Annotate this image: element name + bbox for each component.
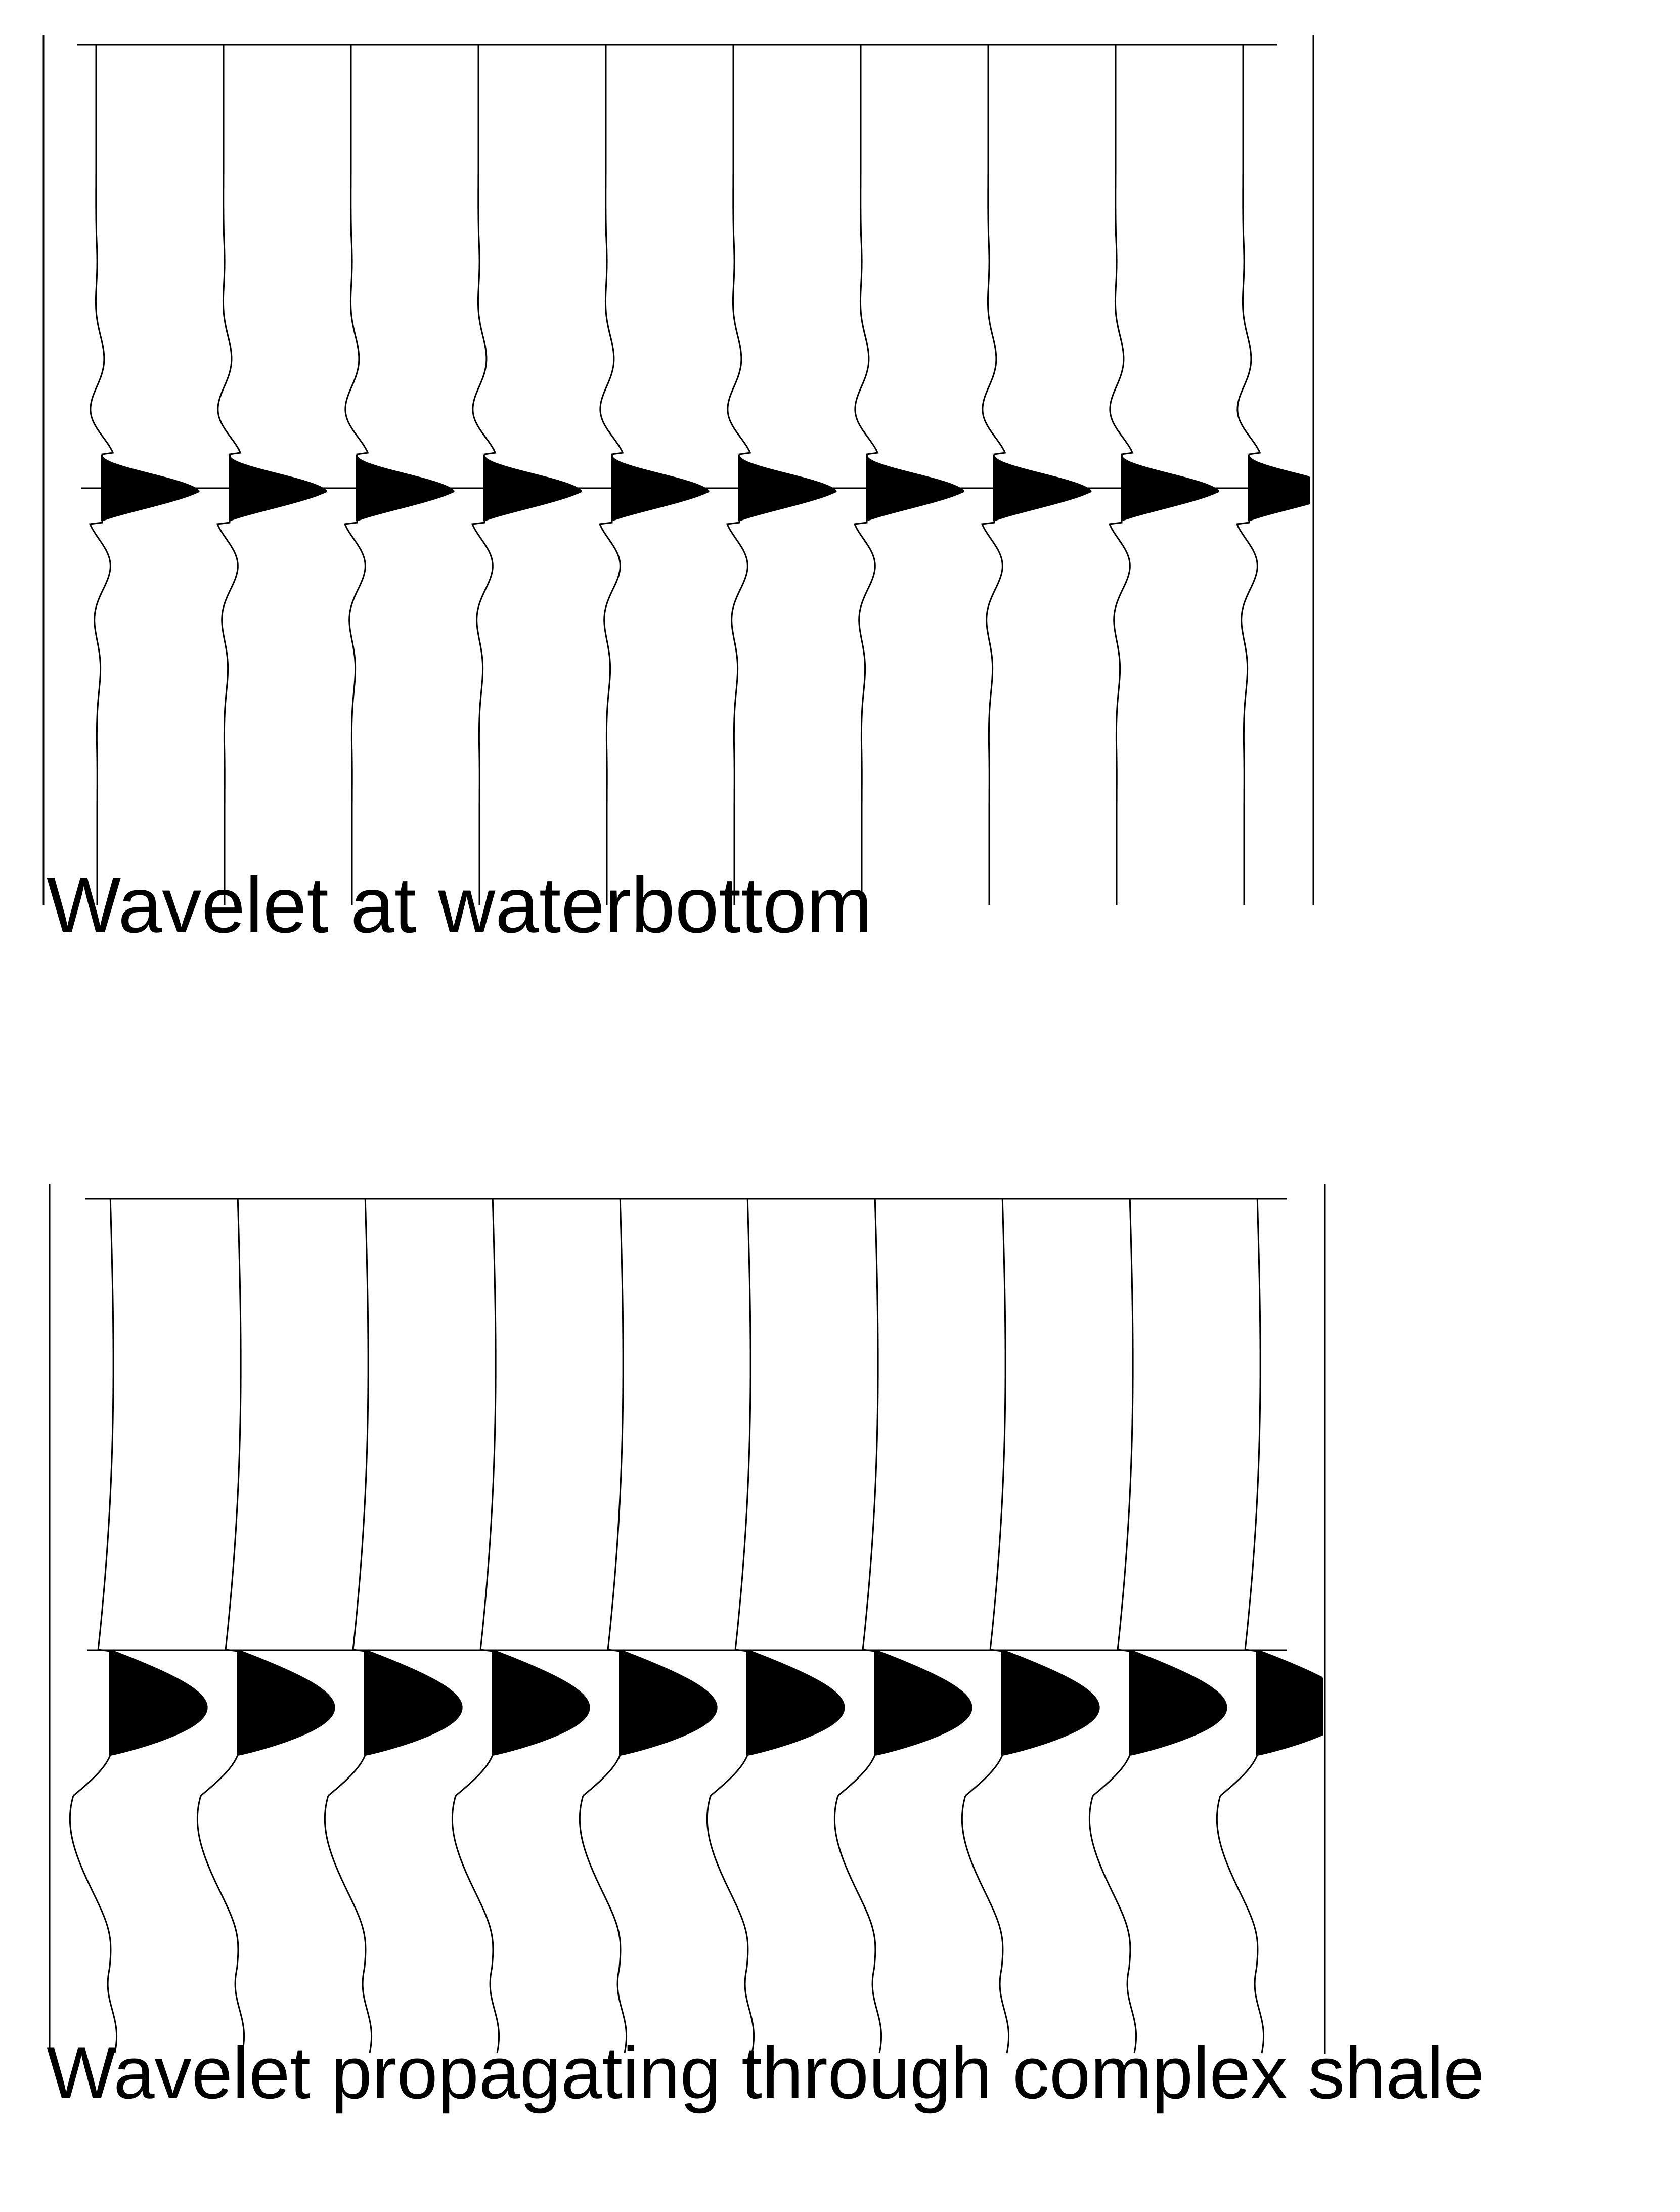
trace-wiggle [324, 1198, 373, 2054]
trace [196, 1198, 335, 2054]
wavelet-peak-fill [874, 1649, 972, 1756]
panel-waterbottom [42, 35, 1314, 905]
wavelet-peak-fill [237, 1649, 335, 1756]
trace [69, 1198, 208, 2054]
trace [598, 45, 710, 905]
wavelet-peak-fill [484, 455, 582, 522]
panel-complex-shale [49, 1184, 1326, 2054]
trace [706, 1198, 845, 2054]
trace [853, 45, 964, 905]
caption-complex-shale: Wavelet propagating through complex shal… [47, 2031, 1485, 2114]
trace-wiggle [1088, 1198, 1137, 2054]
wavelet-peak-fill [1249, 455, 1310, 522]
wavelet-peak-fill [620, 1649, 718, 1756]
trace-wiggle [451, 1198, 500, 2054]
wavelet-peak-fill [110, 1649, 208, 1756]
trace-wiggle [579, 1198, 628, 2054]
wavelet-peak-fill [1129, 1649, 1227, 1756]
wavelet-peak-fill [357, 455, 455, 522]
trace-wiggle [196, 1198, 245, 2054]
wavelet-peak-fill [492, 1649, 590, 1756]
trace-wiggle [69, 1198, 118, 2054]
wavelet-peak-fill [611, 455, 710, 522]
trace [216, 45, 327, 905]
trace-wiggle [961, 1198, 1010, 2054]
trace-wiggle [1216, 1198, 1265, 2054]
trace [961, 1198, 1100, 2054]
wavelet-peak-fill [1121, 455, 1219, 522]
trace-wiggle [833, 1198, 882, 2054]
wavelet-peak-fill [102, 455, 200, 522]
trace [324, 1198, 463, 2054]
trace [1216, 1198, 1323, 2054]
wavelet-peak-fill [365, 1649, 463, 1756]
wavelet-peak-fill [229, 455, 327, 522]
wavelet-peak-fill [1002, 1649, 1100, 1756]
trace [981, 45, 1092, 905]
trace [833, 1198, 972, 2054]
trace [89, 45, 200, 905]
wavelet-peak-fill [747, 1649, 845, 1756]
trace [1235, 45, 1310, 905]
trace [1088, 1198, 1227, 2054]
trace-wiggle [706, 1198, 755, 2054]
wavelet-peak-fill [866, 455, 964, 522]
trace [343, 45, 455, 905]
trace [579, 1198, 718, 2054]
trace [726, 45, 837, 905]
trace [1108, 45, 1219, 905]
wavelet-peak-fill [1257, 1649, 1323, 1756]
trace [451, 1198, 590, 2054]
trace [471, 45, 582, 905]
wavelet-peak-fill [994, 455, 1092, 522]
wavelet-peak-fill [739, 455, 837, 522]
caption-waterbottom: Wavelet at waterbottom [47, 861, 872, 949]
